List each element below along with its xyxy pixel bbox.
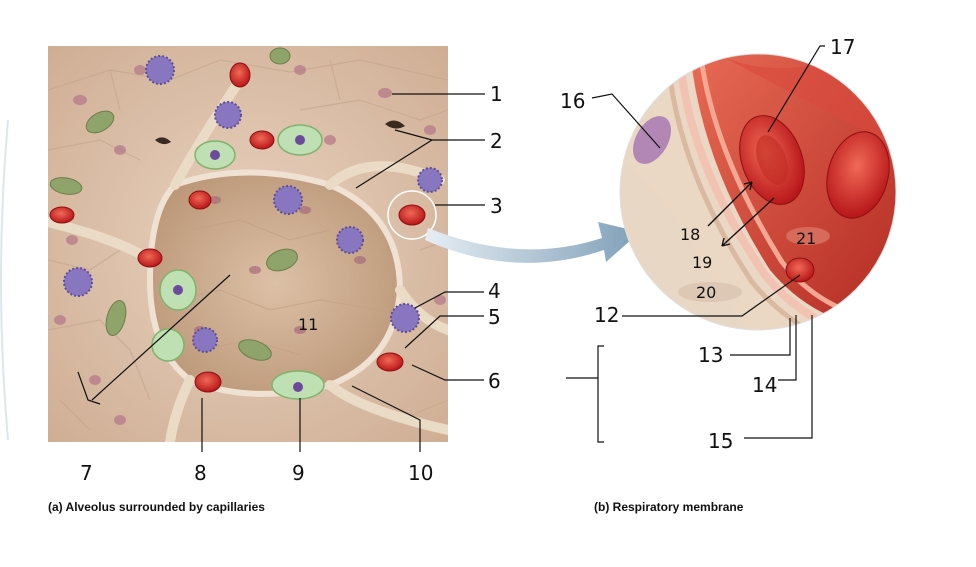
leader-lines-a (77, 93, 485, 452)
label-8: 8 (194, 461, 207, 485)
label-10: 10 (408, 461, 433, 485)
label-9: 9 (292, 461, 305, 485)
label-1: 1 (490, 82, 503, 106)
label-21: 21 (796, 229, 816, 248)
caption-respiratory-membrane: (b) Respiratory membrane (594, 500, 744, 514)
respiratory-membrane-illustration (620, 54, 896, 330)
label-5: 5 (488, 305, 501, 329)
label-2: 2 (490, 129, 503, 153)
label-17: 17 (830, 35, 855, 59)
label-18: 18 (680, 225, 700, 244)
label-19: 19 (692, 253, 712, 272)
label-7: 7 (80, 461, 93, 485)
page-edge-arc (0, 119, 9, 441)
label-6: 6 (488, 369, 501, 393)
labels-b: 16 17 18 19 20 21 12 13 14 15 (560, 35, 855, 453)
caption-alveolus: (a) Alveolus surrounded by capillaries (48, 500, 265, 514)
gas-exchange-arrows (707, 181, 775, 247)
label-15: 15 (708, 429, 733, 453)
label-16: 16 (560, 89, 585, 113)
label-4: 4 (488, 279, 501, 303)
label-14: 14 (752, 373, 777, 397)
label-20: 20 (696, 283, 716, 302)
label-12: 12 (594, 303, 619, 327)
label-13: 13 (698, 343, 723, 367)
label-11: 11 (298, 315, 318, 334)
label-3: 3 (490, 194, 503, 218)
leader-lines-b (566, 45, 825, 443)
zoom-arrow (425, 222, 640, 263)
zoom-indicator-circle (387, 190, 437, 240)
alveolus-illustration (48, 46, 448, 442)
labels-a: 1 2 3 4 5 6 7 8 9 10 11 (80, 82, 503, 485)
